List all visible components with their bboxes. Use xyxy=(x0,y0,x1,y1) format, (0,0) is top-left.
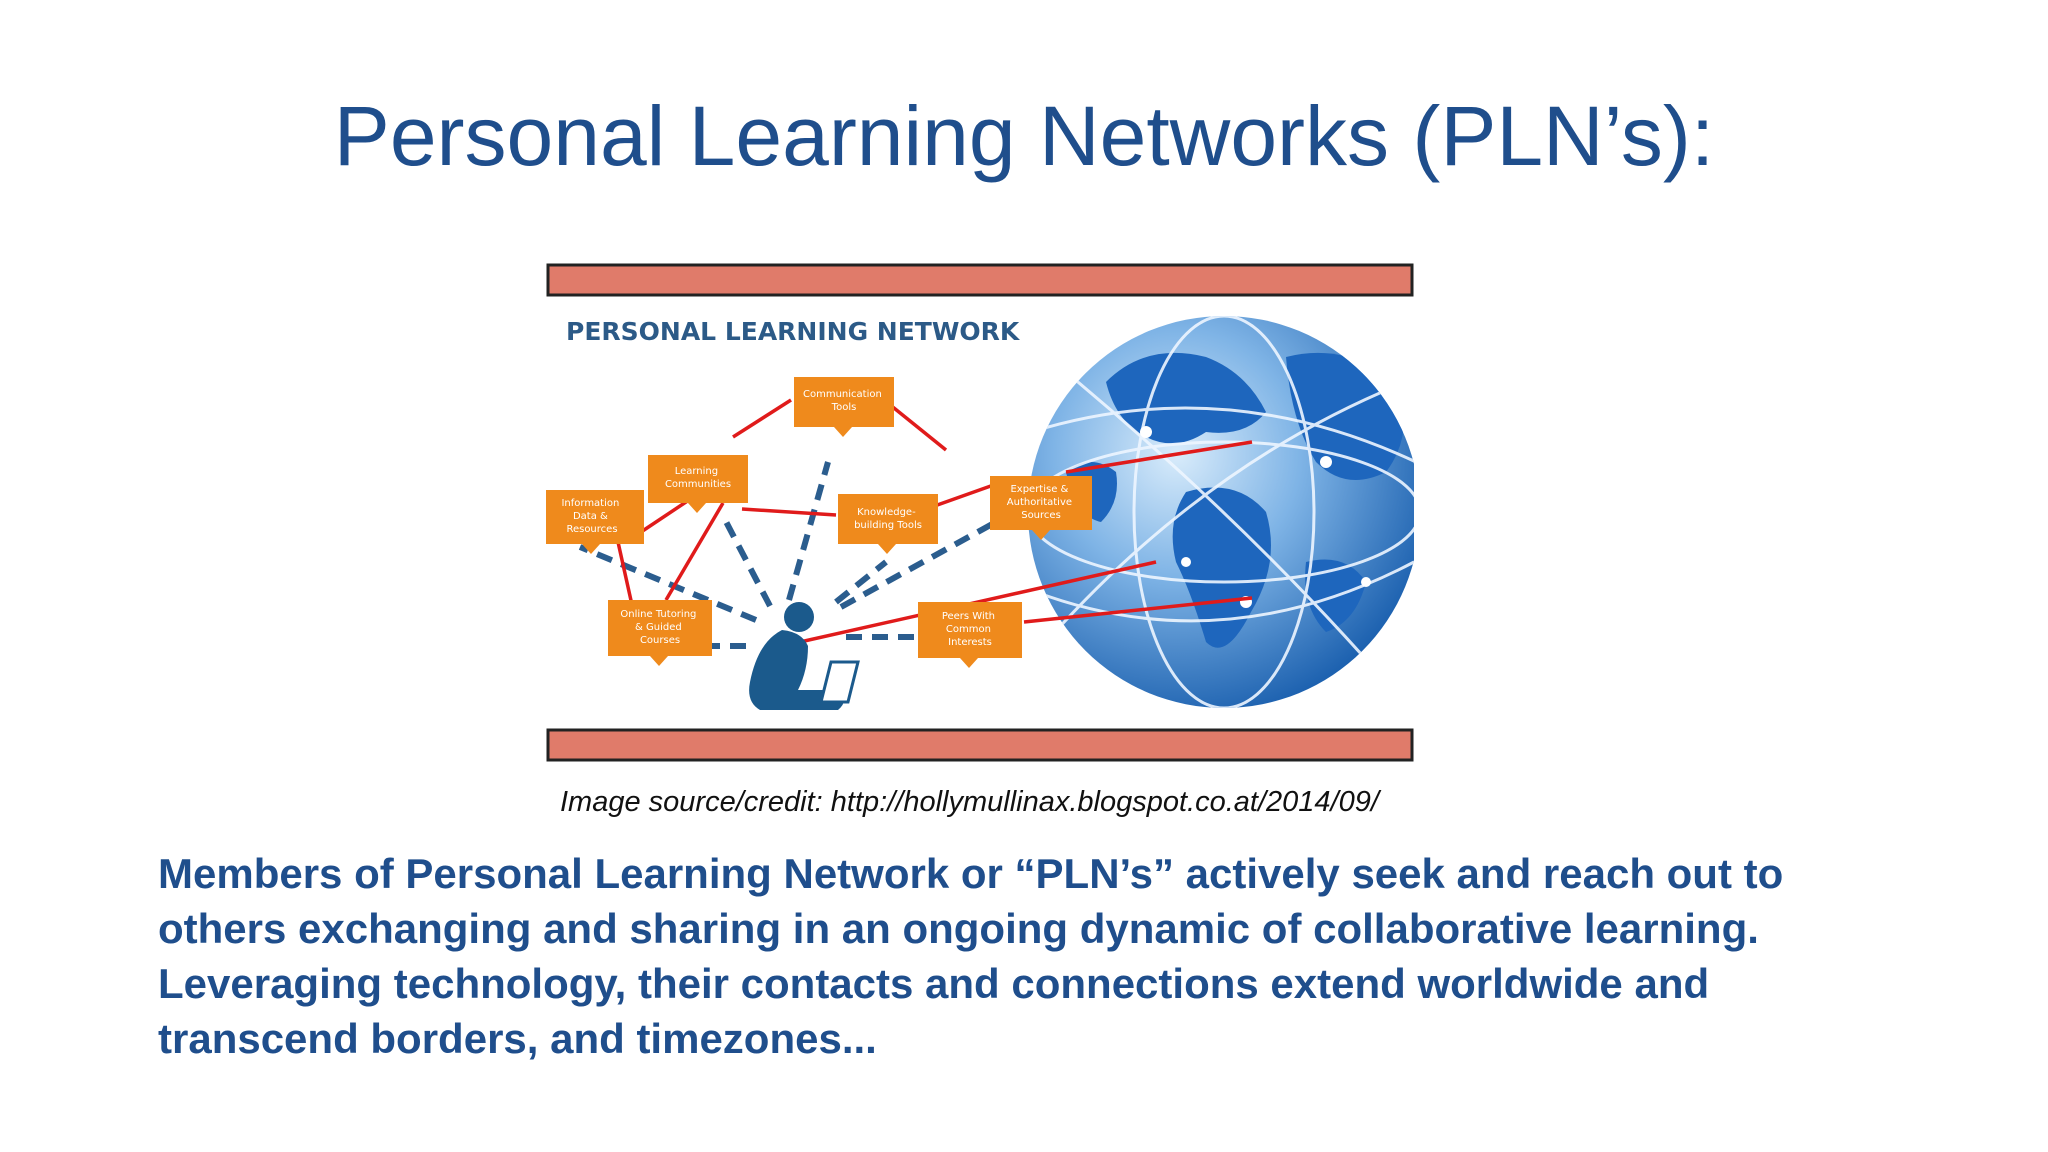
node-online-tutoring: Online Tutoring & Guided Courses xyxy=(608,600,712,666)
svg-text:Information Data &: Information Data & Resources xyxy=(561,498,622,535)
node-information-data-resources: Information Data & Resources xyxy=(546,490,644,554)
svg-text:Learning Communities: Learning Communities xyxy=(665,466,731,490)
svg-text:Expertise & Authoritat: Expertise & Authoritative Sources xyxy=(1007,484,1075,521)
slide-title: Personal Learning Networks (PLN’s): xyxy=(333,89,1715,183)
pln-diagram-svg: PERSONAL LEARNING NETWORK xyxy=(546,263,1414,762)
node-expertise-sources: Expertise & Authoritative Sources xyxy=(990,476,1092,540)
node-knowledge-building-tools: Knowledge- building Tools xyxy=(838,494,938,554)
diagram-heading: PERSONAL LEARNING NETWORK xyxy=(566,317,1021,346)
svg-text:Communication Tools: Communication Tools xyxy=(803,389,885,413)
body-paragraph: Members of Personal Learning Network or … xyxy=(158,846,1938,1066)
image-credit: Image source/credit: http://hollymullina… xyxy=(560,786,1379,818)
svg-text:Online Tutoring & Guid: Online Tutoring & Guided Courses xyxy=(620,609,699,646)
body-line: transcend borders, and timezones... xyxy=(158,1015,877,1062)
svg-text:Knowledge- building To: Knowledge- building Tools xyxy=(854,507,922,531)
pln-diagram-image: PERSONAL LEARNING NETWORK xyxy=(546,262,1414,762)
body-line: Leveraging technology, their contacts an… xyxy=(158,960,1710,1007)
frame-top-bar xyxy=(546,263,1414,297)
body-line: Members of Personal Learning Network or … xyxy=(158,850,1784,897)
node-learning-communities: Learning Communities xyxy=(648,455,748,513)
frame-bottom-bar xyxy=(546,728,1414,762)
svg-text:Peers With Common: Peers With Common Interests xyxy=(942,611,998,648)
body-line: others exchanging and sharing in an ongo… xyxy=(158,905,1759,952)
node-peers-common-interests: Peers With Common Interests xyxy=(918,602,1022,668)
person-laptop-icon xyxy=(749,602,860,710)
node-communication-tools: Communication Tools xyxy=(794,377,894,437)
